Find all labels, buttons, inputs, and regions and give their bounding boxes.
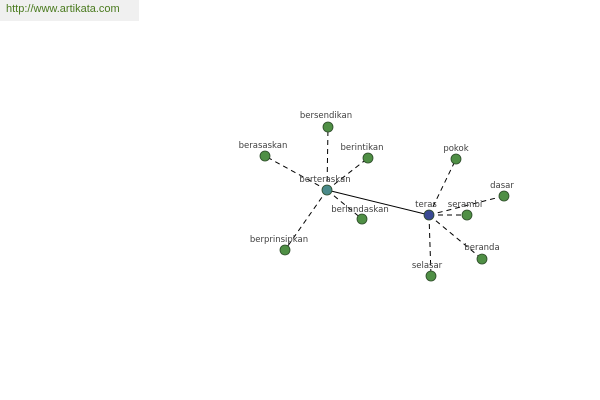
edge-teras-beranda [428, 214, 483, 260]
node-bersendikan[interactable] [322, 121, 334, 133]
node-label-berintikan[interactable]: berintikan [341, 143, 384, 153]
node-berprinsipkan[interactable] [279, 244, 291, 256]
node-berasaskan[interactable] [259, 150, 271, 162]
node-berlandaskan[interactable] [356, 213, 368, 225]
node-berintikan[interactable] [362, 152, 374, 164]
node-pokok[interactable] [450, 153, 462, 165]
site-url-link[interactable]: http://www.artikata.com [6, 3, 120, 15]
node-label-teras[interactable]: teras [415, 200, 437, 210]
edge-berteraskan-teras [326, 189, 430, 216]
node-label-beranda[interactable]: beranda [464, 243, 499, 253]
edge-teras-dasar [428, 195, 505, 216]
node-label-serambi[interactable]: serambi [448, 200, 482, 210]
node-label-berlandaskan[interactable]: berlandaskan [331, 205, 388, 215]
node-label-pokok[interactable]: pokok [443, 144, 468, 154]
node-label-berteraskan[interactable]: berteraskan [299, 175, 350, 185]
node-label-selasar[interactable]: selasar [412, 261, 443, 271]
edge-teras-selasar [428, 214, 432, 277]
edge-berteraskan-berprinsipkan [284, 189, 328, 251]
node-label-berprinsipkan[interactable]: berprinsipkan [250, 235, 308, 245]
edge-berteraskan-bersendikan [326, 126, 329, 191]
node-beranda[interactable] [476, 253, 488, 265]
node-label-dasar[interactable]: dasar [490, 181, 514, 191]
node-teras[interactable] [423, 209, 435, 221]
node-serambi[interactable] [461, 209, 473, 221]
url-banner: http://www.artikata.com [0, 0, 139, 21]
edge-berteraskan-berasaskan [264, 155, 328, 191]
node-berteraskan[interactable] [321, 184, 333, 196]
node-selasar[interactable] [425, 270, 437, 282]
node-dasar[interactable] [498, 190, 510, 202]
node-label-bersendikan[interactable]: bersendikan [300, 111, 352, 121]
edge-berteraskan-berintikan [326, 157, 369, 191]
edge-berteraskan-berlandaskan [326, 189, 363, 220]
edge-teras-pokok [428, 158, 457, 216]
node-label-berasaskan[interactable]: berasaskan [239, 141, 288, 151]
